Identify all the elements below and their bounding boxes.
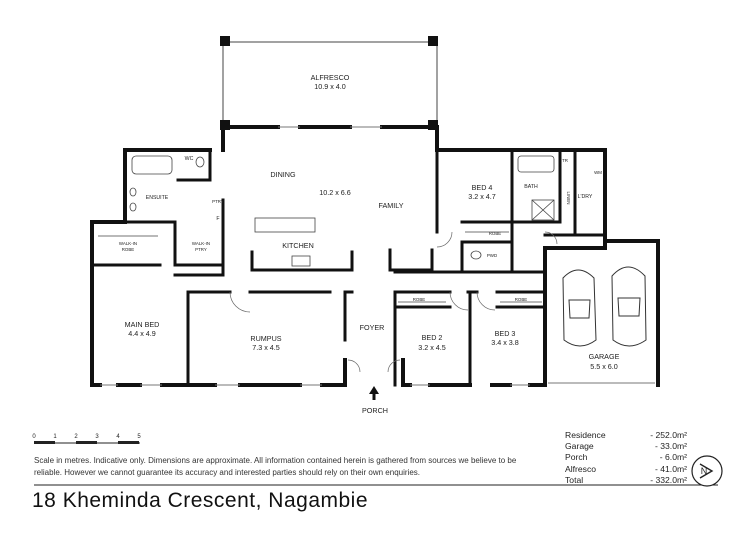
walkin-ptry-label-2: PTRY <box>195 247 207 252</box>
area-row: Garage - 33.0m² <box>565 441 695 452</box>
laundry-label: L'DRY <box>578 194 593 200</box>
windows <box>100 126 655 386</box>
alfresco-outline <box>222 38 438 128</box>
porch-label: PORCH <box>362 406 388 415</box>
scale-bar: 0 1 2 3 4 5 <box>32 434 141 444</box>
area-label: Residence <box>565 430 606 440</box>
disclaimer-text: Scale in metres. Indicative only. Dimens… <box>34 456 517 477</box>
rumpus-label: RUMPUS <box>250 334 281 343</box>
ensuite-label: ENSUITE <box>146 195 169 201</box>
alfresco-label: ALFRESCO <box>311 73 350 82</box>
pwd-label: PWD <box>487 253 497 258</box>
scale-tick-5: 5 <box>137 434 141 440</box>
scale-tick-3: 3 <box>95 434 99 440</box>
dining-label: DINING <box>270 170 296 179</box>
living-dims: 10.2 x 6.6 <box>319 188 351 197</box>
bed4-dims: 3.2 x 4.7 <box>468 192 496 201</box>
robe-bed3-label: ROBE <box>515 297 528 302</box>
door-swings <box>229 231 558 373</box>
area-row: Total - 332.0m² <box>565 475 695 486</box>
family-label: FAMILY <box>378 201 403 210</box>
area-label: Total <box>565 474 584 485</box>
entry-arrow-icon <box>369 386 379 400</box>
property-address: 18 Kheminda Crescent, Nagambie <box>32 489 369 512</box>
room-labels: ALFRESCO 10.9 x 4.0 DINING 10.2 x 6.6 FA… <box>119 73 620 415</box>
area-row: Porch - 6.0m² <box>565 452 695 463</box>
scale-tick-2: 2 <box>74 434 78 440</box>
exterior-walls <box>90 125 660 387</box>
bed3-label: BED 3 <box>495 329 516 338</box>
bed4-label: BED 4 <box>472 183 493 192</box>
robe-bed4-label: ROBE <box>489 231 502 236</box>
wm-label: WM <box>594 170 602 175</box>
fixtures <box>98 155 555 303</box>
garage-dims: 5.5 x 6.0 <box>590 362 618 371</box>
main-bed-label: MAIN BED <box>125 320 160 329</box>
area-value: - 252.0m² <box>650 430 687 440</box>
ptry-label: PTRY <box>212 199 224 204</box>
bed2-label: BED 2 <box>422 333 443 342</box>
compass-icon: N <box>691 455 723 487</box>
walkin-robe-label-2: ROBE <box>122 247 135 252</box>
bed3-dims: 3.4 x 3.8 <box>491 338 519 347</box>
interior-walls <box>90 148 607 387</box>
area-label: Alfresco <box>565 463 597 474</box>
walkin-robe-label-1: WALK-IN <box>119 241 137 246</box>
alfresco-dims: 10.9 x 4.0 <box>314 82 346 91</box>
area-label: Garage <box>565 441 594 452</box>
wc-label: WC <box>185 156 194 162</box>
compass-label: N <box>701 466 708 476</box>
scale-tick-4: 4 <box>116 434 120 440</box>
area-row: Alfresco - 41.0m² <box>565 464 695 475</box>
kitchen-label: KITCHEN <box>282 241 314 250</box>
main-bed-dims: 4.4 x 4.9 <box>128 329 156 338</box>
foyer-label: FOYER <box>360 323 385 332</box>
car-icons <box>562 266 647 347</box>
linen-label: LINEN <box>566 192 571 205</box>
area-value: - 332.0m² <box>650 474 687 485</box>
fridge-label: F <box>216 216 219 222</box>
area-label: Porch <box>565 452 588 463</box>
scale-tick-1: 1 <box>53 434 57 440</box>
garage-label: GARAGE <box>589 352 620 361</box>
scale-tick-0: 0 <box>32 434 36 440</box>
bed2-dims: 3.2 x 4.5 <box>418 343 446 352</box>
robe-bed2-label: ROBE <box>413 297 426 302</box>
area-value: - 6.0m² <box>659 452 687 463</box>
bath-label: BATH <box>524 184 538 190</box>
area-summary: Residence - 252.0m² Garage - 33.0m² Porc… <box>565 430 695 486</box>
area-value: - 33.0m² <box>655 441 687 452</box>
rumpus-dims: 7.3 x 4.5 <box>252 343 280 352</box>
walkin-ptry-label-1: WALK-IN <box>192 241 210 246</box>
area-row: Residence - 252.0m² <box>565 430 695 441</box>
tub-label: TR <box>562 158 568 163</box>
area-value: - 41.0m² <box>655 463 687 474</box>
